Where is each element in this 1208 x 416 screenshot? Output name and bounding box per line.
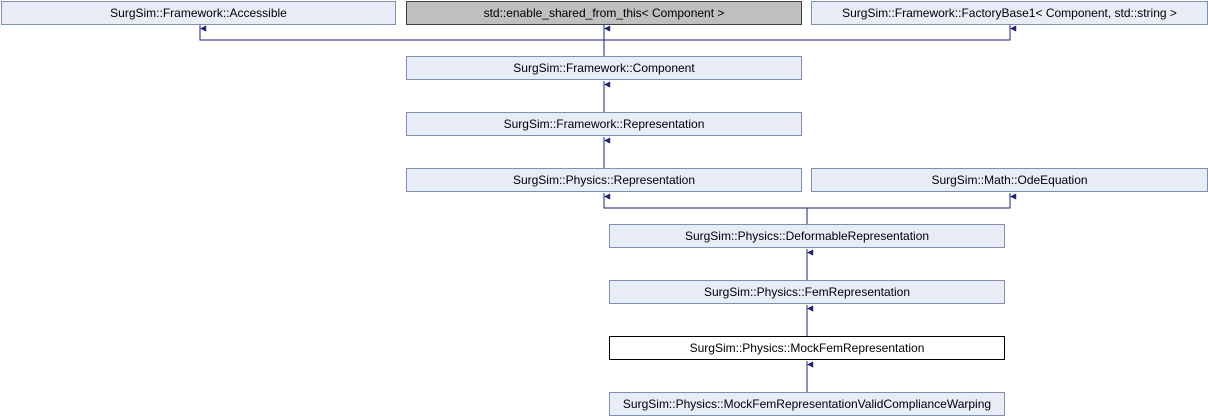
class-node-factory-base[interactable]: SurgSim::Framework::FactoryBase1< Compon… (811, 1, 1208, 25)
class-node-deformable-representation[interactable]: SurgSim::Physics::DeformableRepresentati… (609, 224, 1005, 248)
class-node-mock-fem-representation: SurgSim::Physics::MockFemRepresentation (609, 336, 1005, 360)
class-node-ode-equation[interactable]: SurgSim::Math::OdeEquation (811, 168, 1208, 192)
class-node-enable-shared-from-this[interactable]: std::enable_shared_from_this< Component … (406, 1, 802, 25)
class-node-mock-fem-valid-compliance-warping[interactable]: SurgSim::Physics::MockFemRepresentationV… (609, 392, 1005, 416)
class-node-accessible[interactable]: SurgSim::Framework::Accessible (1, 1, 396, 25)
edge-component-to-accessible (199, 25, 605, 56)
class-node-fem-representation[interactable]: SurgSim::Physics::FemRepresentation (609, 280, 1005, 304)
class-node-component[interactable]: SurgSim::Framework::Component (406, 56, 802, 80)
edge-component-to-factory-base (604, 25, 1017, 41)
class-node-framework-representation[interactable]: SurgSim::Framework::Representation (406, 112, 802, 136)
edge-deformable-to-physics-representation (603, 193, 808, 224)
class-node-physics-representation[interactable]: SurgSim::Physics::Representation (406, 168, 802, 192)
edge-deformable-to-ode-equation (807, 193, 1017, 209)
